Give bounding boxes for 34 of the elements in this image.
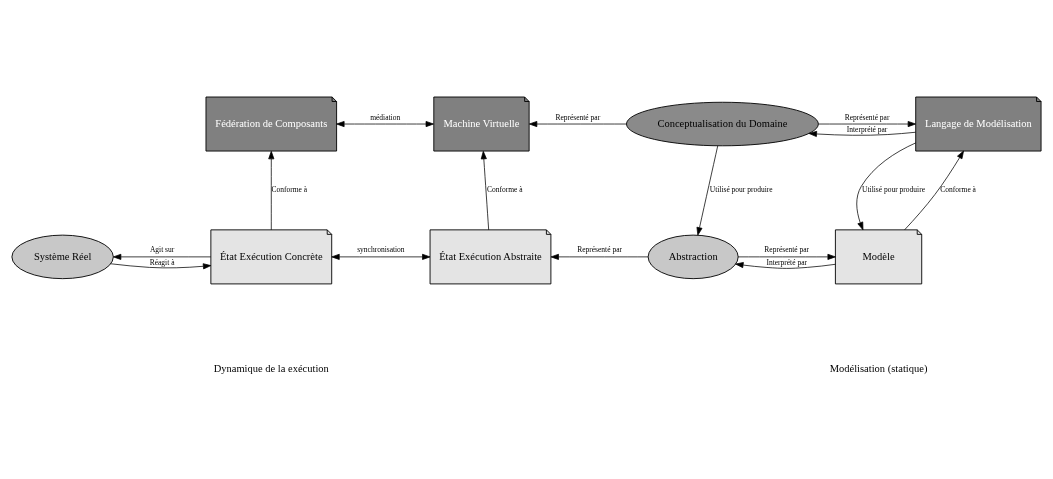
- label: Modélisation (statique): [829, 362, 928, 374]
- arrow: [331, 253, 431, 260]
- edge-label: Utilisé pour produire: [709, 184, 773, 194]
- edge-label: Interprété par: [846, 124, 888, 134]
- arrow: [735, 261, 836, 269]
- arrow: [904, 150, 964, 230]
- arrow: [550, 253, 649, 260]
- edge-label: Conforme à: [486, 184, 523, 194]
- arrow: [856, 142, 917, 230]
- edge-label: Agit sur: [149, 244, 175, 254]
- arrow: [110, 262, 212, 269]
- edge-label: Représenté par: [844, 112, 890, 122]
- arrow: [696, 145, 719, 235]
- node-ellipse: Système Réel: [11, 234, 114, 279]
- edge-label: Interprété par: [766, 257, 807, 267]
- edge-label: Représenté par: [555, 112, 601, 122]
- edge-label: Représenté par: [764, 244, 810, 254]
- arrow: [808, 130, 916, 137]
- edge-label: Conforme à: [940, 184, 976, 194]
- arrow: [113, 253, 212, 260]
- edge-label: Conforme à: [271, 184, 308, 194]
- arrow: [336, 120, 434, 127]
- edge-label: Représenté par: [577, 244, 622, 254]
- node-ellipse: Abstraction: [647, 234, 739, 279]
- edge-label: Utilisé pour produire: [862, 184, 926, 194]
- arrow: [818, 120, 916, 127]
- label: Dynamique de la exécution: [213, 362, 329, 374]
- edge-label: médiation: [370, 112, 401, 122]
- arrow: [529, 120, 627, 127]
- arrow: [737, 253, 836, 260]
- arrow: [268, 150, 275, 230]
- edge-label: Réagit à: [149, 257, 175, 267]
- edge-label: synchronisation: [357, 244, 405, 254]
- arrow: [480, 150, 490, 230]
